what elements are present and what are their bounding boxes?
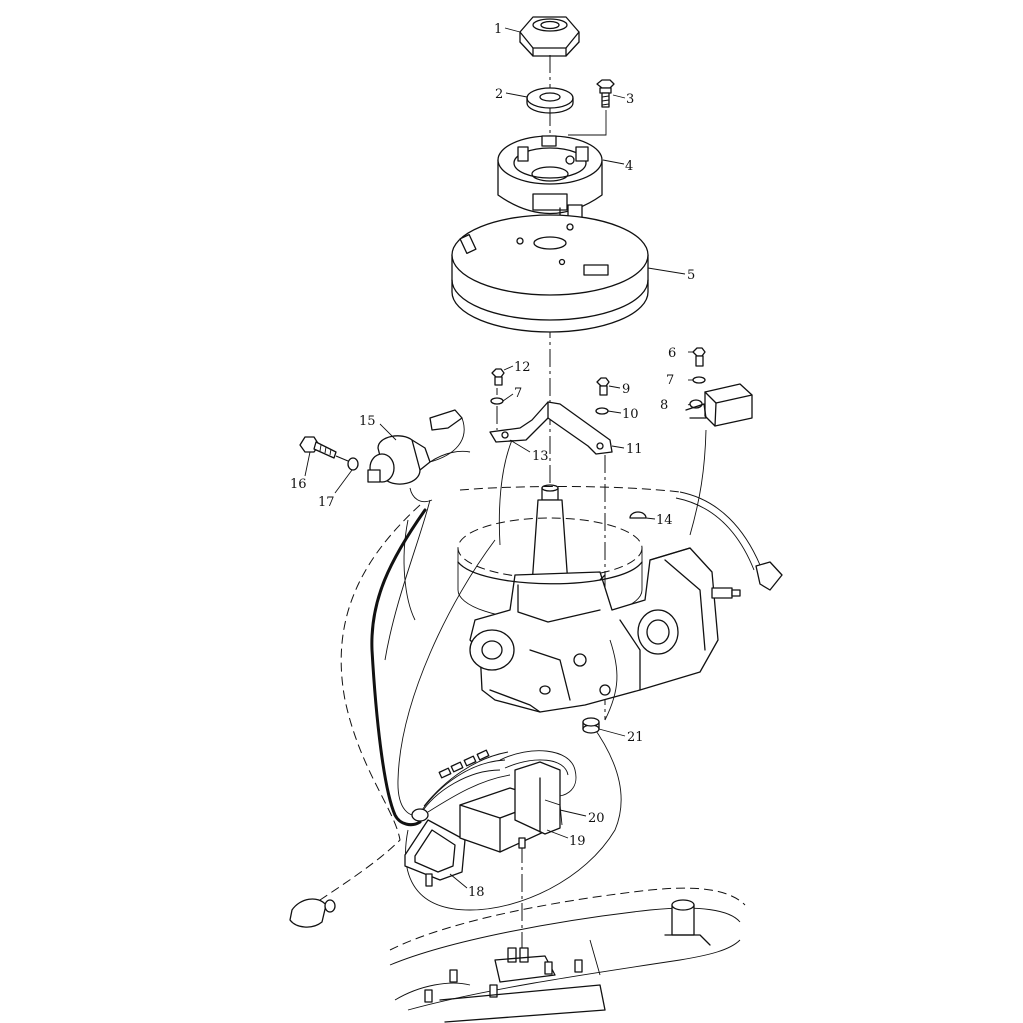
label-part-14: 14 — [656, 513, 673, 528]
woodruff-key — [629, 511, 647, 519]
label-part-9: 9 — [622, 382, 630, 397]
label-part-17: 17 — [318, 495, 335, 510]
label-part-6: 6 — [668, 346, 676, 361]
part-number-labels: 1 2 3 4 5 6 7 8 9 10 11 12 7 13 14 15 16… — [290, 22, 695, 900]
label-part-19: 19 — [569, 834, 586, 849]
screw-16 — [299, 436, 359, 471]
label-leaders — [304, 27, 694, 889]
ignition-coil-assembly — [685, 347, 753, 536]
label-part-1: 1 — [494, 22, 502, 37]
label-part-20: 20 — [588, 811, 605, 826]
label-part-8: 8 — [660, 398, 668, 413]
spark-plug-lead — [459, 485, 783, 591]
label-part-7-right: 7 — [666, 373, 674, 388]
engine-block — [403, 484, 741, 713]
label-part-12: 12 — [514, 360, 531, 375]
label-part-21: 21 — [627, 730, 644, 745]
cdi-bracket — [404, 819, 466, 887]
bolt-3 — [568, 79, 615, 136]
flywheel-nut — [519, 16, 580, 57]
label-part-5: 5 — [687, 268, 695, 283]
grommet — [582, 717, 600, 734]
bracket-assembly — [489, 377, 613, 546]
label-part-10: 10 — [622, 407, 639, 422]
stop-switch-assembly — [367, 409, 471, 503]
cdi-unit — [459, 761, 563, 853]
label-part-15: 15 — [359, 414, 376, 429]
label-part-11: 11 — [626, 442, 643, 457]
label-part-4: 4 — [625, 159, 633, 174]
lower-cowling — [389, 887, 746, 1023]
washer — [526, 87, 574, 114]
starter-pulley — [497, 135, 603, 223]
wiring-harness — [289, 499, 622, 928]
bolt-12-assembly — [490, 368, 505, 430]
label-part-18: 18 — [468, 885, 485, 900]
label-part-13: 13 — [532, 449, 549, 464]
label-part-2: 2 — [495, 87, 503, 102]
label-part-16: 16 — [290, 477, 307, 492]
label-part-3: 3 — [626, 92, 634, 107]
label-part-7-left: 7 — [514, 386, 522, 401]
flywheel — [451, 214, 649, 333]
